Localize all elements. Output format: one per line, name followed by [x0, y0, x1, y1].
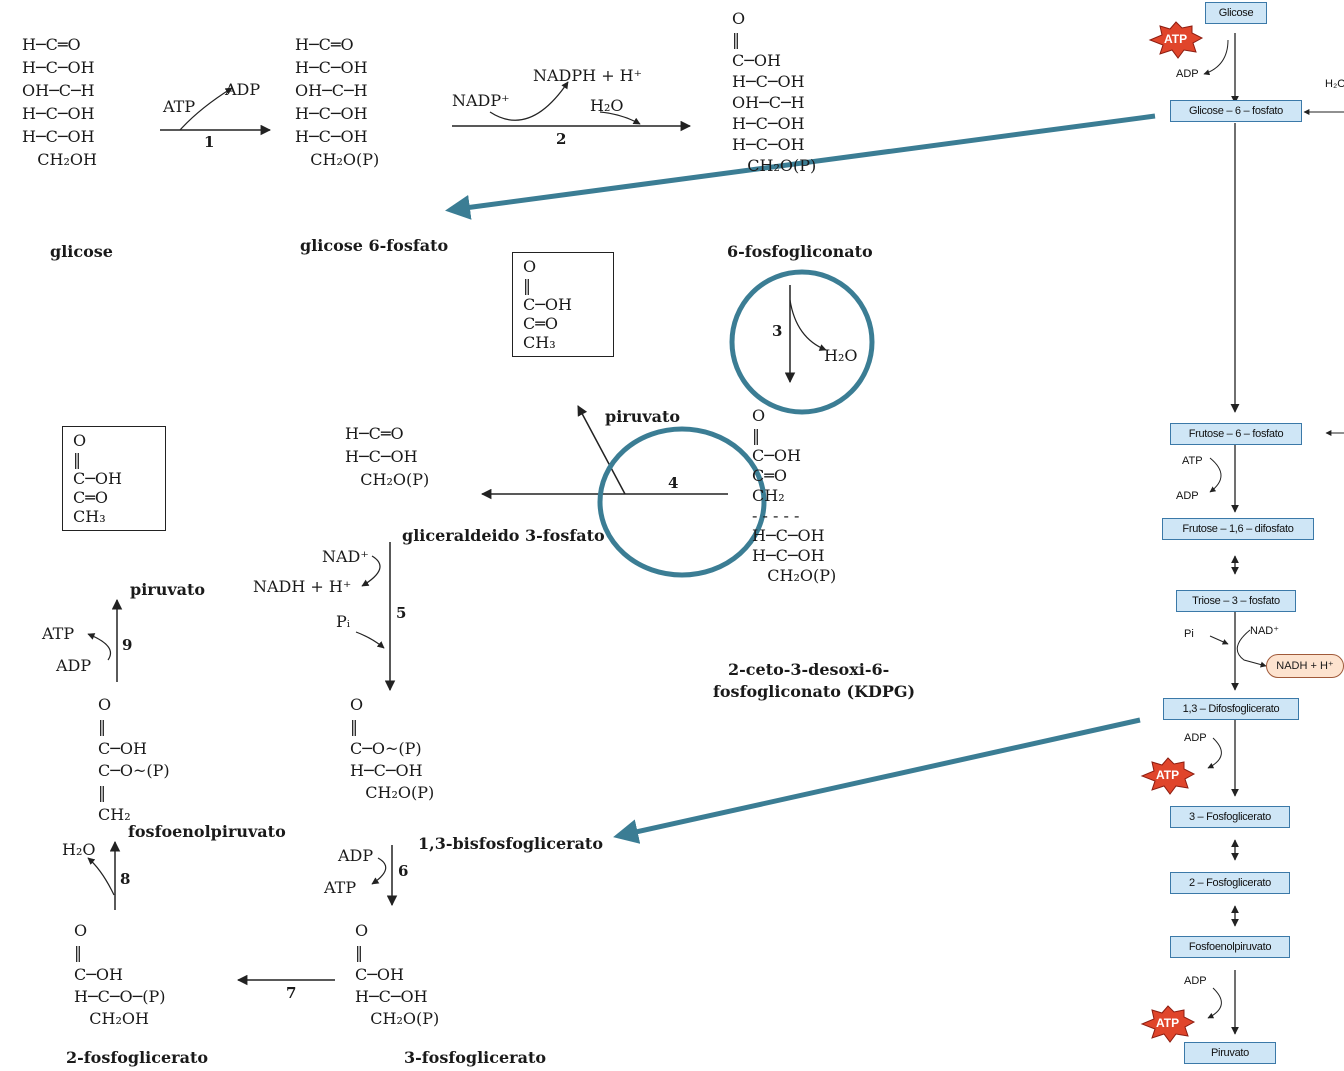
r-arrow-pi	[1209, 635, 1229, 645]
atp-star-label-3: ATP	[1156, 1016, 1180, 1030]
cofactor-atp-9: ATP	[42, 624, 75, 643]
cofactor-nadph: NADPH + H⁺	[533, 66, 643, 85]
arrow-adp-atp-9	[87, 633, 112, 661]
label-2pg: 2-fosfoglicerato	[66, 1048, 209, 1067]
atp-star-2	[1140, 757, 1196, 795]
box-glicose-6-fosfato: Glicose – 6 – fosfato	[1170, 100, 1302, 122]
box-glicose: Glicose	[1205, 2, 1267, 24]
r-atp-2: ATP	[1182, 455, 1203, 467]
step-6: 6	[398, 862, 409, 880]
r-arrow-atp-2	[1209, 457, 1222, 493]
r-nad: NAD⁺	[1250, 625, 1280, 637]
arrow-adp-atp-6	[371, 857, 387, 885]
structure-6pg: O ‖ C─OH H─C─OH OH─C─H H─C─OH H─C─OH CH₂…	[732, 9, 817, 175]
structure-bpg: O ‖ C─O~(P) H─C─OH CH₂O(P)	[350, 695, 435, 802]
box-13-difosfoglicerato: 1,3 – Difosfoglicerato	[1163, 698, 1299, 720]
cofactor-pi: Pᵢ	[336, 612, 350, 631]
atp-star-3	[1140, 1005, 1196, 1043]
highlight-circle-step-4	[597, 426, 767, 578]
step-9: 9	[122, 636, 133, 654]
label-gap: gliceraldeido 3-fosfato	[402, 526, 605, 545]
structure-glucose: H─C═O H─C─OH OH─C─H H─C─OH H─C─OH CH₂OH	[22, 35, 97, 169]
atp-star-label-2: ATP	[1156, 768, 1180, 782]
label-3pg: 3-fosfoglicerato	[404, 1048, 547, 1067]
box-fosfoenolpiruvato: Fosfoenolpiruvato	[1170, 936, 1290, 958]
step-7: 7	[286, 984, 297, 1002]
r-arrow-adp-3	[1207, 737, 1222, 769]
teal-arrow-g6p	[445, 113, 1156, 220]
r-arrow-adp-4	[1207, 987, 1222, 1019]
atp-star-label-1: ATP	[1164, 32, 1188, 46]
teal-arrow-bpg	[613, 717, 1141, 844]
structure-2pg: O ‖ C─OH H─C─O─(P) CH₂OH	[74, 921, 166, 1028]
r-arrow-atp-1	[1203, 39, 1229, 76]
arrow-atp-adp-1	[179, 87, 233, 131]
structure-pep: O ‖ C─OH C─O~(P) ‖ CH₂	[98, 695, 170, 824]
arrow-h2o-8	[87, 857, 115, 896]
box-frutose-16-difosfato: Frutose – 1,6 – difosfato	[1162, 518, 1314, 540]
box-frutose-6-fosfato: Frutose – 6 – fosfato	[1170, 423, 1302, 445]
step-3: 3	[772, 322, 783, 340]
label-6pg: 6-fosfogliconato	[727, 242, 873, 261]
structure-g6p: H─C═O H─C─OH OH─C─H H─C─OH H─C─OH CH₂O(P…	[295, 35, 380, 169]
step-4: 4	[668, 474, 679, 492]
arrow-pi	[355, 631, 385, 649]
step-2: 2	[556, 130, 567, 148]
r-arrow-nad	[1236, 629, 1267, 668]
step-5: 5	[396, 604, 407, 622]
cofactor-adp-9: ADP	[56, 656, 92, 675]
box-triose-3-fosfato: Triose – 3 – fosfato	[1176, 590, 1296, 612]
label-pyruvate-left: piruvato	[130, 580, 206, 599]
arrow-nadp-1	[489, 81, 569, 121]
structure-gap: H─C═O H─C─OH CH₂O(P)	[345, 424, 430, 489]
cofactor-nadp: NADP⁺	[452, 91, 510, 110]
cofactor-nadh: NADH + H⁺	[253, 577, 352, 596]
r-adp-3: ADP	[1184, 732, 1207, 744]
step-1: 1	[204, 133, 215, 151]
cofactor-adp-1: ADP	[225, 80, 261, 99]
r-h2o-partial: H₂O	[1325, 78, 1344, 90]
arrow-to-pyruvate	[577, 405, 626, 495]
label-kdpg-1: 2-ceto-3-desoxi-6-	[728, 660, 890, 679]
label-pyruvate-top: piruvato	[605, 407, 681, 426]
atp-star-1	[1148, 21, 1204, 59]
cofactor-nad: NAD⁺	[322, 547, 369, 566]
label-g6p: glicose 6-fosfato	[300, 236, 449, 255]
structure-kdpg: O ‖ C─OH C═O CH₂ - - - - - H─C─OH H─C─OH…	[752, 406, 837, 585]
cofactor-h2o-8: H₂O	[62, 840, 96, 859]
label-glucose: glicose	[50, 242, 113, 261]
structure-pyruvate-left: O ‖ C─OH C═O CH₃	[62, 426, 166, 531]
r-adp-1: ADP	[1176, 68, 1199, 80]
cofactor-atp-1: ATP	[163, 97, 196, 116]
structure-pyruvate-top: O ‖ C─OH C═O CH₃	[512, 252, 614, 357]
arrow-h2o-3	[789, 299, 827, 351]
arrow-h2o-2	[599, 111, 641, 125]
label-pep: fosfoenolpiruvato	[128, 822, 286, 841]
r-adp-2: ADP	[1176, 490, 1199, 502]
r-adp-4: ADP	[1184, 975, 1207, 987]
cofactor-h2o-2: H₂O	[590, 96, 624, 115]
cofactor-adp-6: ADP	[338, 846, 374, 865]
step-8: 8	[120, 870, 131, 888]
arrow-nad	[361, 555, 381, 587]
box-3-fosfoglicerato: 3 – Fosfoglicerato	[1170, 806, 1290, 828]
cofactor-h2o-3: H₂O	[824, 346, 858, 365]
r-pi: Pi	[1184, 628, 1194, 640]
structure-3pg: O ‖ C─OH H─C─OH CH₂O(P)	[355, 921, 440, 1028]
highlight-circle-step-3	[729, 269, 875, 415]
badge-nadh: NADH + H⁺	[1266, 654, 1344, 678]
label-bpg: 1,3-bisfosfoglicerato	[418, 834, 603, 853]
box-piruvato: Piruvato	[1184, 1042, 1276, 1064]
cofactor-atp-6: ATP	[324, 878, 357, 897]
label-kdpg-2: fosfogliconato (KDPG)	[713, 682, 916, 701]
box-2-fosfoglicerato: 2 – Fosfoglicerato	[1170, 872, 1290, 894]
